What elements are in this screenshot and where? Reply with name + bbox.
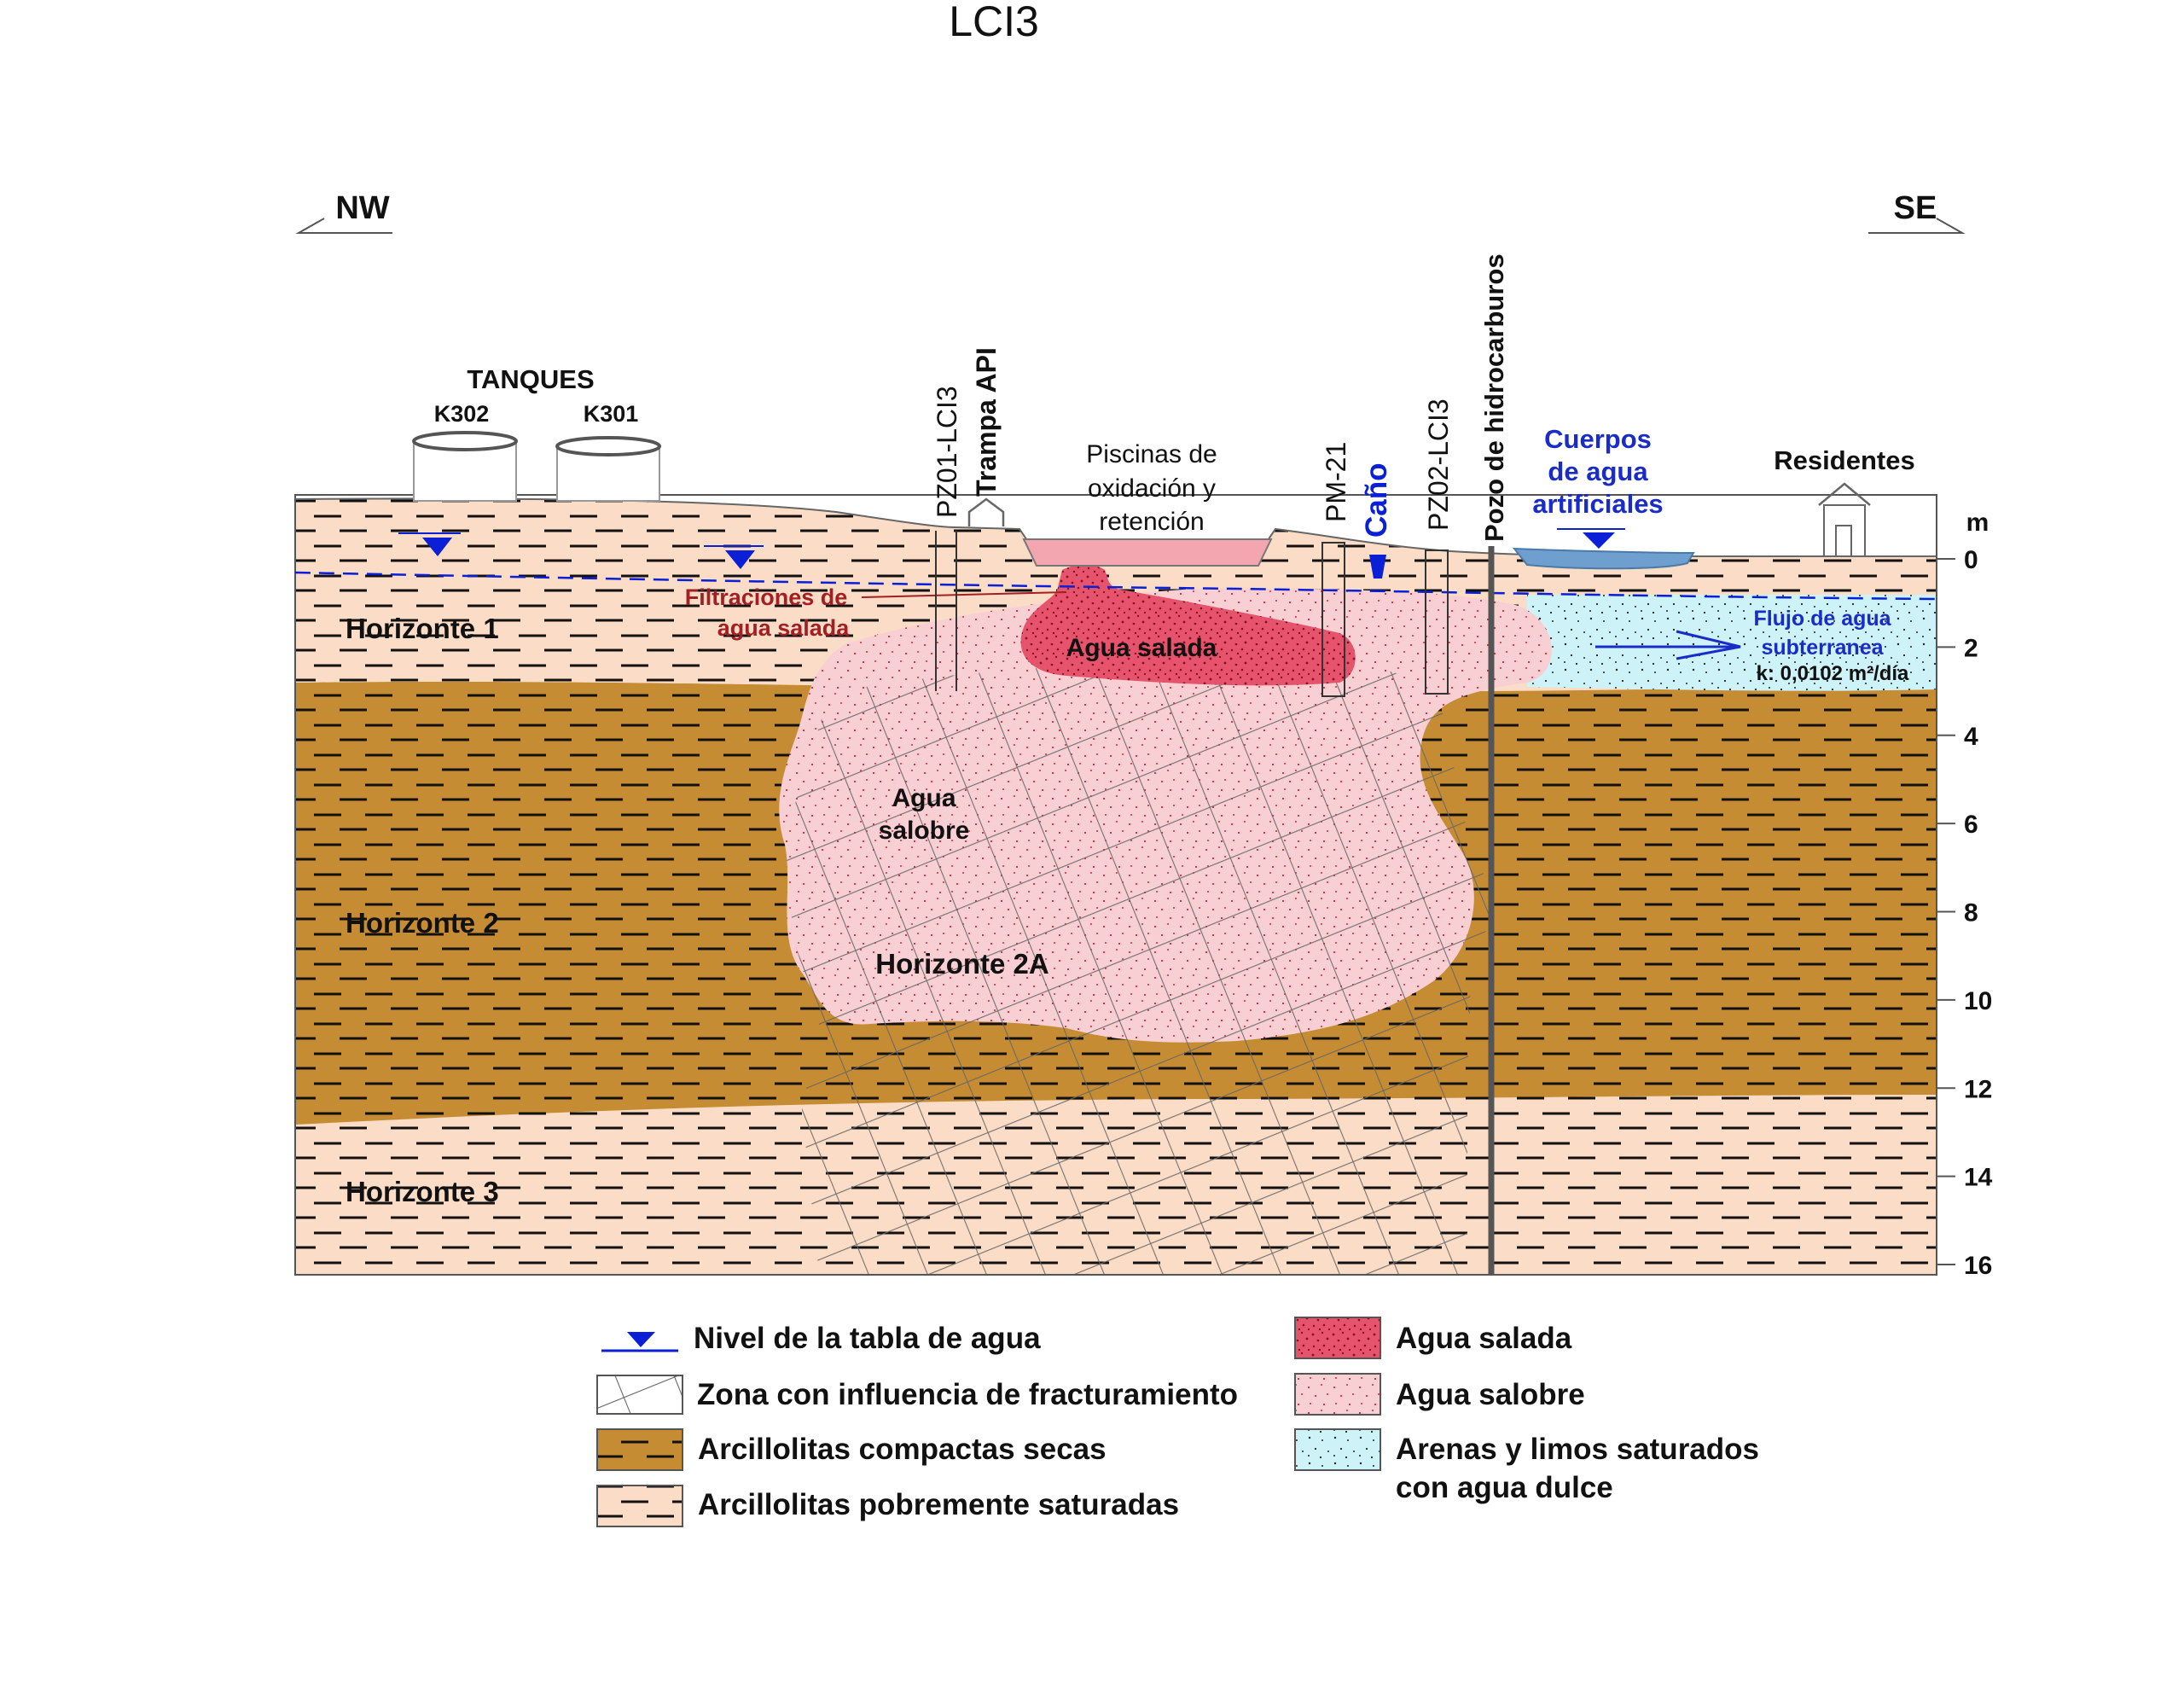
direction-se-label: SE: [1894, 190, 1937, 226]
legend-item-fracture: Zona con influencia de fracturamiento: [596, 1375, 1238, 1415]
tank-k302: K302: [412, 401, 518, 502]
house-icon: [1818, 482, 1871, 506]
leaks-label-2: agua salada: [717, 615, 851, 641]
horizon-3-label: Horizonte 3: [346, 1176, 499, 1207]
brackish-label-1: Agua: [892, 784, 956, 812]
artificial-water-body: [1512, 547, 1695, 570]
direction-nw-arrow: [295, 218, 392, 234]
legend-item-brackish: Agua salobre: [1294, 1373, 1585, 1416]
legend-label-poor: Arcillolitas pobremente saturadas: [698, 1488, 1179, 1521]
section-title: LCI3: [949, 0, 1039, 45]
legend-label-brackish: Agua salobre: [1396, 1378, 1585, 1411]
legend-label-compact: Arcillolitas compactas secas: [698, 1433, 1107, 1466]
depth-tick-label-12: 12: [1964, 1075, 1992, 1103]
tank-k301: K301: [555, 401, 661, 502]
horizon-2-label: Horizonte 2: [346, 907, 499, 939]
legend-label-water-table: Nivel de la tabla de agua: [694, 1322, 1041, 1355]
fresh-water-sand: [1527, 595, 1937, 691]
api-trap-label: Trampa API: [971, 347, 1002, 497]
pz02-label: PZ02-LCI3: [1423, 398, 1454, 531]
flow-label-2: subterranea: [1761, 636, 1884, 660]
water-bodies-label-3: artificiales: [1532, 489, 1663, 519]
legend-label-fracture: Zona con influencia de fracturamiento: [697, 1378, 1238, 1411]
tank-k302-label: K302: [434, 401, 490, 427]
legend-label-salt: Agua salada: [1396, 1322, 1572, 1355]
well-pm21: [1321, 542, 1345, 697]
water-table-symbol-1: [398, 532, 461, 556]
legend-label-sand-1: Arenas y limos saturados: [1396, 1433, 1759, 1466]
legend-item-water-table: Nivel de la tabla de agua: [601, 1322, 1041, 1355]
salt-water-plume: [1020, 565, 1356, 686]
legend-label-sand-2: con agua dulce: [1396, 1471, 1613, 1504]
leaks-label-1: Filtraciones de: [685, 584, 848, 610]
depth-tick-label-10: 10: [1964, 987, 1992, 1015]
water-bodies-label-1: Cuerpos: [1544, 424, 1652, 454]
water-level-triangle-icon: [1583, 532, 1615, 549]
strata: [295, 499, 1937, 1275]
tank-icon: [412, 431, 518, 451]
direction-se-arrow: [1868, 218, 1966, 234]
legend-item-poor: Arcillolitas pobremente saturadas: [596, 1485, 1179, 1527]
legend-item-sand: Arenas y limos saturados con agua dulce: [1294, 1428, 1759, 1504]
direction-nw: NW: [295, 190, 392, 234]
pz01-label: PZ01-LCI3: [932, 386, 962, 518]
cano-channel: [1369, 555, 1386, 579]
residents-label: Residentes: [1774, 445, 1914, 475]
depth-unit: m: [1966, 509, 1989, 537]
well-pz01: [935, 531, 957, 691]
water-table-symbol-2: [704, 545, 764, 569]
k-value-label: k: 0,0102 m²/día: [1757, 662, 1909, 685]
oxidation-pool: [1022, 538, 1273, 567]
depth-scale: 0 2 4 6 8 10 12 14 16: [1936, 546, 1993, 1280]
residents-house: [1818, 482, 1871, 557]
water-level-triangle-icon: [627, 1332, 655, 1347]
pools-label-2: oxidación y: [1088, 474, 1216, 503]
pm21-label: PM-21: [1321, 442, 1351, 522]
water-table-symbol-3: [1557, 528, 1625, 549]
pools-label-1: Piscinas de: [1086, 440, 1217, 468]
pools-label-3: retención: [1099, 508, 1204, 536]
depth-tick-label-4: 4: [1964, 723, 1978, 751]
direction-nw-label: NW: [335, 190, 389, 226]
brackish-label-2: salobre: [879, 817, 970, 845]
depth-tick-label-8: 8: [1964, 899, 1978, 927]
legend: Nivel de la tabla de agua Zona con influ…: [596, 1317, 1759, 1527]
depth-tick-label-0: 0: [1964, 546, 1978, 574]
well-pz02: [1425, 549, 1449, 695]
fracture-zone: [785, 657, 1502, 1275]
horizon-2a-label: Horizonte 2A: [875, 948, 1049, 980]
salt-water-label: Agua salada: [1066, 634, 1217, 662]
water-table-line: [294, 571, 1937, 601]
direction-se: SE: [1868, 190, 1966, 234]
water-level-triangle-icon: [422, 538, 452, 556]
tank-k301-label: K301: [584, 401, 639, 427]
hydrocarbon-well-label: Pozo de hidrocarburos: [1479, 253, 1509, 542]
api-trap-icon: [967, 497, 1005, 526]
leak-pointer: [861, 591, 1067, 598]
depth-tick-label-14: 14: [1964, 1164, 1993, 1192]
groundwater-flow-arrow: [1595, 630, 1741, 660]
depth-tick-label-6: 6: [1964, 811, 1978, 839]
tanks-title: TANQUES: [467, 364, 594, 394]
legend-item-compact: Arcillolitas compactas secas: [596, 1428, 1107, 1471]
ground-surface: [294, 497, 1937, 558]
flow-label-1: Flujo de agua: [1753, 607, 1891, 631]
water-bodies-label-2: de agua: [1548, 456, 1648, 486]
arrow-right-icon: [1676, 630, 1741, 660]
cano-label: Caño: [1360, 463, 1393, 538]
water-level-triangle-icon: [725, 550, 755, 569]
depth-tick-label-16: 16: [1964, 1252, 1992, 1280]
tank-icon: [555, 436, 661, 456]
horizon-1-label: Horizonte 1: [346, 613, 499, 644]
legend-item-salt: Agua salada: [1294, 1317, 1572, 1359]
depth-tick-label-2: 2: [1964, 634, 1978, 662]
